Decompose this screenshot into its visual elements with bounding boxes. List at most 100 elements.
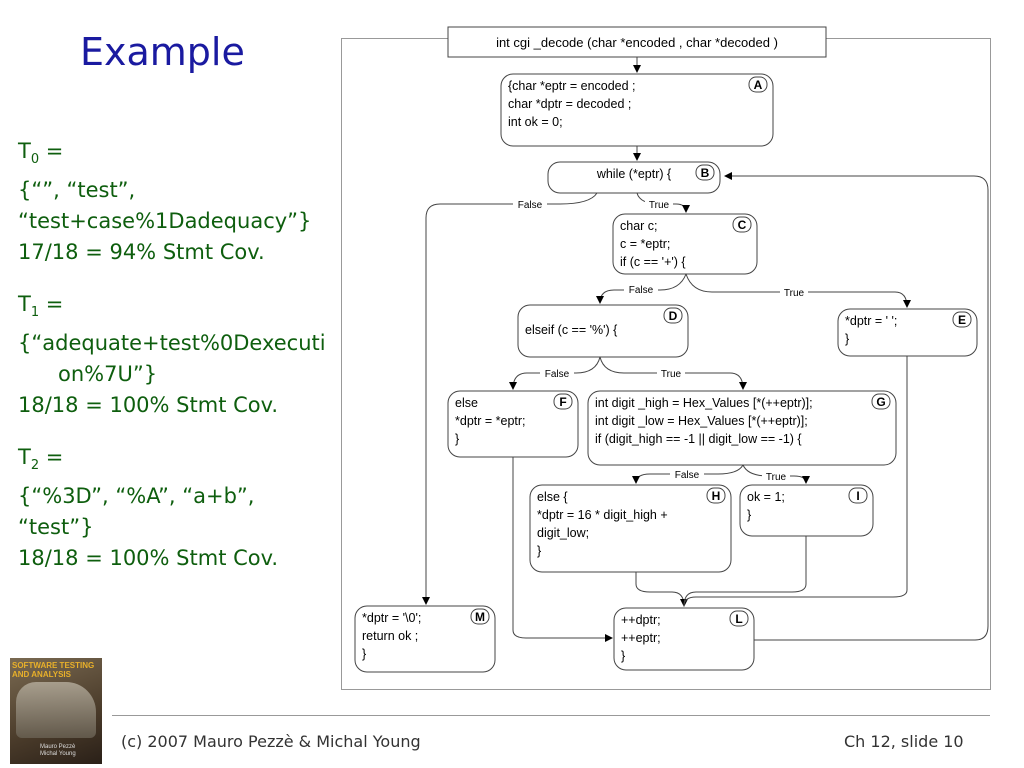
node-box (613, 607, 755, 671)
book-cover-authors: Mauro Pezzè Michal Young (40, 744, 76, 757)
footer-copyright: (c) 2007 Mauro Pezzè & Michal Young (121, 732, 421, 751)
node-code-line: *dptr = '\0'; (362, 611, 421, 625)
node-box (517, 304, 689, 358)
slide-title: Example (80, 30, 245, 74)
node-badge-label: F (559, 395, 566, 409)
node-badge (848, 487, 868, 504)
coverage-line: 17/18 = 94% Stmt Cov. (18, 240, 265, 265)
node-badge-label: I (856, 489, 859, 503)
test-case-line: “test”} (18, 515, 94, 540)
node-box (837, 308, 978, 357)
node-badge (748, 76, 768, 93)
node-box (500, 73, 774, 147)
edge-i-l (683, 536, 807, 607)
node-code-line: *dptr = 16 * digit_high + (537, 508, 668, 522)
node-code-line: } (455, 432, 459, 446)
node-code-line: elseif (c == '%') { (525, 323, 617, 337)
node-layer: A {char *eptr = encoded ; char *dptr = de… (354, 73, 978, 673)
node-badge (732, 216, 752, 233)
node-code-line: char c; (620, 219, 658, 233)
node-badge (695, 164, 715, 181)
test-case-t1: T1 = {“adequate+test%0Dexecuti on%7U”} 1… (18, 289, 326, 421)
test-case-line: “test+case%1Dadequacy”} (18, 209, 312, 234)
node-badge-label: M (475, 610, 485, 624)
node-badge (553, 393, 573, 410)
node-badge (706, 487, 726, 504)
node-code-line: while (*eptr) { (596, 167, 671, 181)
test-case-t2: T2 = {“%3D”, “%A”, “a+b”, “test”} 18/18 … (18, 442, 278, 574)
edge-l-loop-b (724, 172, 989, 641)
coverage-line: 18/18 = 100% Stmt Cov. (18, 393, 279, 418)
node-i: Iok = 1;} (739, 484, 874, 537)
node-code-line: } (621, 649, 625, 663)
node-code-line: else (455, 396, 478, 410)
node-m: M *dptr = '\0'; return ok ;} (354, 605, 496, 673)
node-code-line: ++eptr; (621, 631, 661, 645)
node-code-line: *dptr = ' '; (845, 314, 897, 328)
function-header-text: int cgi _decode (char *encoded , char *d… (496, 35, 778, 50)
node-badge (871, 393, 891, 410)
node-badge-label: G (876, 395, 885, 409)
node-badge-label: H (712, 489, 721, 503)
node-code-line: int ok = 0; (508, 115, 563, 129)
node-code-line: if (digit_high == -1 || digit_low == -1)… (595, 432, 802, 446)
edge-label-b-true: True (649, 200, 670, 211)
test-case-label: T0 = (18, 139, 64, 168)
test-case-line: {“”, “test”, (18, 178, 136, 203)
node-badge (663, 307, 683, 324)
node-box (447, 390, 579, 458)
node-badge (952, 311, 972, 328)
node-code-line: if (c == '+') { (620, 255, 686, 269)
node-box (612, 213, 758, 275)
edge-b-false-m (422, 192, 598, 605)
node-code-line: ++dptr; (621, 613, 661, 627)
edge-label-b-false: False (518, 200, 543, 211)
edge-label-g-false: False (675, 470, 700, 481)
test-case-line: on%7U”} (58, 362, 158, 387)
footer-divider (112, 715, 990, 716)
edge-label-d-true: True (661, 369, 682, 380)
book-cover-car-icon (16, 682, 96, 738)
edge-f-l (512, 457, 613, 642)
node-code-line: *dptr = *eptr; (455, 414, 526, 428)
node-code-line: } (362, 647, 366, 661)
node-e: E*dptr = ' ';} (837, 308, 978, 357)
edge-h-l (635, 572, 688, 607)
node-code-line: char *dptr = decoded ; (508, 97, 631, 111)
node-a: A {char *eptr = encoded ; char *dptr = de… (500, 73, 774, 147)
node-code-line: return ok ; (362, 629, 418, 643)
edge-label-c-true: True (784, 288, 805, 299)
node-badge-label: A (754, 78, 763, 92)
test-case-t0: T0 = {“”, “test”, “test+case%1Dadequacy”… (18, 136, 311, 268)
book-cover-image: SOFTWARE TESTING AND ANALYSIS Mauro Pezz… (10, 658, 102, 764)
edge-label-g-true: True (766, 472, 787, 483)
coverage-line: 18/18 = 100% Stmt Cov. (18, 546, 279, 571)
node-box (529, 484, 732, 573)
node-box (739, 484, 874, 537)
node-code-line: int digit _low = Hex_Values [*(++eptr)]; (595, 414, 808, 428)
edge-label-d-false: False (545, 369, 570, 380)
node-box (587, 390, 897, 466)
node-code-line: {char *eptr = encoded ; (508, 79, 636, 93)
node-box (547, 161, 721, 194)
node-badge-label: L (735, 612, 742, 626)
node-code-line: c = *eptr; (620, 237, 670, 251)
node-badge (470, 608, 490, 625)
node-badge-label: C (738, 218, 747, 232)
test-case-line: {“adequate+test%0Dexecuti (18, 331, 326, 356)
node-code-line: } (845, 332, 849, 346)
edge-label-c-false: False (629, 285, 654, 296)
node-badge-label: B (701, 166, 710, 180)
test-case-line: {“%3D”, “%A”, “a+b”, (18, 484, 255, 509)
node-badge (729, 610, 749, 627)
node-code-line: } (537, 544, 541, 558)
node-code-line: int digit _high = Hex_Values [*(++eptr)]… (595, 396, 813, 410)
book-cover-title: SOFTWARE TESTING AND ANALYSIS (12, 661, 95, 679)
function-header-box (447, 26, 827, 58)
